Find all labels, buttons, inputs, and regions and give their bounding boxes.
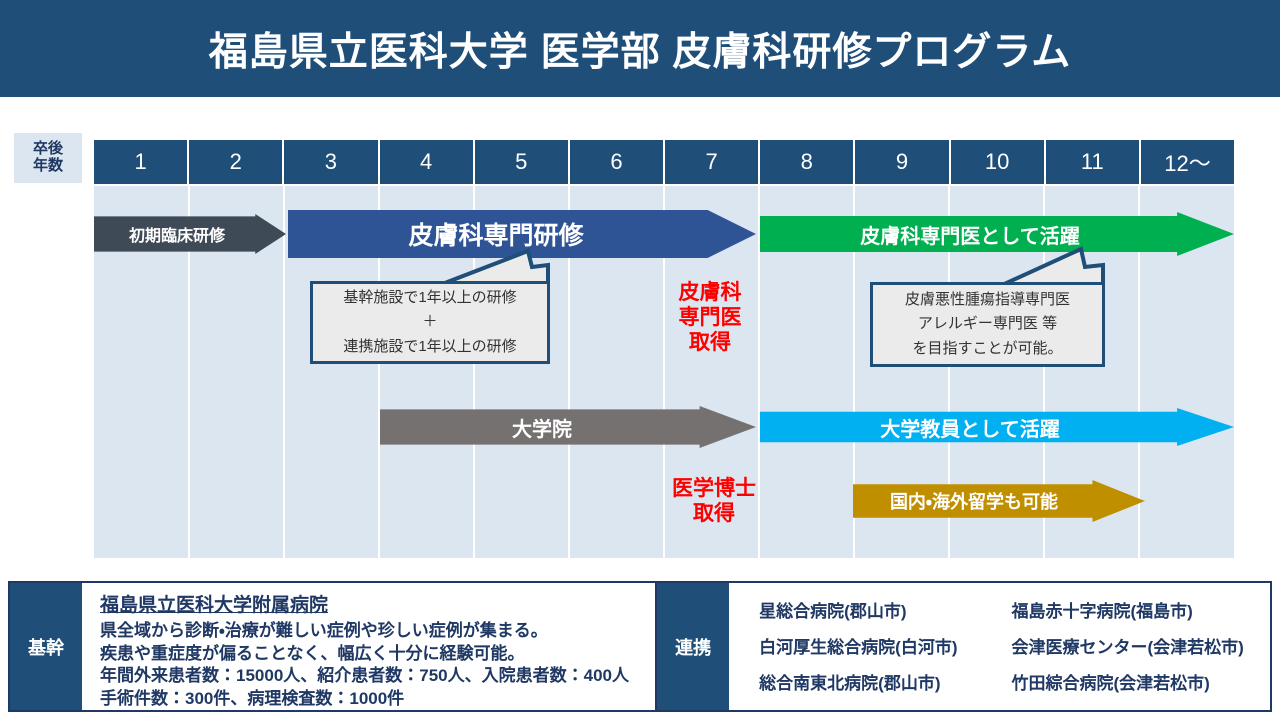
list-item: 福島赤十字病院(福島市) <box>1011 602 1193 621</box>
track-arrow-hifuka-senmon-kenshu: 皮膚科専門研修 <box>288 210 756 258</box>
gridline <box>283 186 285 558</box>
track-arrow-shoki-rinsho-kenshu: 初期臨床研修 <box>94 214 286 254</box>
callout-right-line-2: アレルギー専門医 等 <box>917 315 1058 333</box>
callout-left-training-requirement: 基幹施設で1年以上の研修 ＋ 連携施設で1年以上の研修 <box>310 281 550 364</box>
gridline <box>378 186 380 558</box>
base-facility-line: 県全域から診断・治療が難しい症例や珍しい症例が集まる。 <box>100 621 548 640</box>
base-facility-line: 疾患や重症度が偏ることなく、幅広く十分に経験可能。 <box>100 643 525 663</box>
gridline <box>1138 186 1140 558</box>
track-arrow-daigakuin: 大学院 <box>380 406 756 448</box>
year-cell-9: 9 <box>855 140 951 184</box>
list-item: 白河厚生総合病院(白河市) <box>759 638 958 657</box>
callout-right-line-1: 皮膚悪性腫瘍指導専門医 <box>904 291 1070 309</box>
gridline <box>1043 186 1045 558</box>
callout-right-subspecialties: 皮膚悪性腫瘍指導専門医 アレルギー専門医 等 を目指すことが可能。 <box>870 282 1105 367</box>
year-cell-7: 7 <box>665 140 761 184</box>
year-cell-10: 10 <box>950 140 1046 184</box>
gridline <box>568 186 570 558</box>
page-title: 福島県立医科大学 医学部 皮膚科研修プログラム <box>208 30 1072 74</box>
axis-label-years-after-graduation: 卒後 年数 <box>14 133 82 183</box>
base-facility-line: 手術件数：300件、病理検査数：1000件 <box>100 688 405 708</box>
facilities-panel: 基幹 福島県立医科大学附属病院 県全域から診断・治療が難しい症例や珍しい症例が集… <box>8 581 1272 712</box>
callout-left-line-2: ＋ <box>422 313 438 331</box>
track-label-shoki: 初期臨床研修 <box>128 228 225 245</box>
gridline <box>473 186 475 558</box>
gridline <box>758 186 760 558</box>
axis-label-line-1: 卒後 <box>32 140 63 158</box>
gridline <box>853 186 855 558</box>
callout-left-line-3: 連携施設で1年以上の研修 <box>343 337 517 355</box>
gridline <box>188 186 190 558</box>
track-label-senmon: 皮膚科専門研修 <box>408 222 584 250</box>
milestone-hifuka-senmon-i: 皮膚科 専門医 取得 <box>678 281 742 354</box>
year-cell-12plus: 12〜 <box>1140 140 1235 184</box>
partner-facility-tag: 連携 <box>657 583 730 710</box>
track-label-kyoin: 大学教員として活躍 <box>880 418 1060 441</box>
partner-column-2: 福島赤十字病院(福島市) 会津医療センター(会津若松市) 竹田綜合病院(会津若松… <box>1012 597 1244 710</box>
list-item: 会津医療センター(会津若松市) <box>1011 638 1244 657</box>
gridline <box>948 186 950 558</box>
partner-facility-body: 星総合病院(郡山市) 白河厚生総合病院(白河市) 総合南東北病院(郡山市) 福島… <box>729 583 1270 710</box>
base-facility-line: 年間外来患者数：15000人、紹介患者数：750人、入院患者数：400人 <box>100 666 629 686</box>
track-label-katsuyaku: 皮膚科専門医として活躍 <box>860 225 1080 248</box>
partner-column-1: 星総合病院(郡山市) 白河厚生総合病院(白河市) 総合南東北病院(郡山市) <box>759 597 957 710</box>
list-item: 星総合病院(郡山市) <box>759 602 907 621</box>
year-cell-4: 4 <box>379 140 475 184</box>
list-item: 総合南東北病院(郡山市) <box>759 674 941 693</box>
callout-left-line-1: 基幹施設で1年以上の研修 <box>343 289 517 307</box>
track-label-daigakuin: 大学院 <box>512 418 572 441</box>
title-banner: 福島県立医科大学 医学部 皮膚科研修プログラム <box>0 0 1280 97</box>
track-label-ryugaku: 国内・海外留学も可能 <box>889 492 1059 512</box>
year-cell-3: 3 <box>284 140 380 184</box>
list-item: 竹田綜合病院(会津若松市) <box>1011 674 1210 693</box>
base-facility-tag: 基幹 <box>10 583 82 710</box>
milestone-igaku-hakase: 医学博士 取得 <box>672 477 756 525</box>
year-cell-2: 2 <box>189 140 285 184</box>
base-facility-body: 福島県立医科大学附属病院 県全域から診断・治療が難しい症例や珍しい症例が集まる。… <box>82 583 655 710</box>
track-arrow-kokunai-kaigai-ryugaku: 国内・海外留学も可能 <box>853 480 1145 522</box>
panel-divider <box>655 583 658 710</box>
year-cell-5: 5 <box>474 140 570 184</box>
base-facility-name: 福島県立医科大学附属病院 <box>100 595 329 616</box>
year-cell-8: 8 <box>760 140 856 184</box>
track-arrow-daigaku-kyoin-katsuyaku: 大学教員として活躍 <box>760 408 1234 446</box>
axis-label-line-2: 年数 <box>32 157 63 174</box>
year-cell-1: 1 <box>94 140 190 184</box>
gridline <box>663 186 665 558</box>
year-cell-11: 11 <box>1045 140 1141 184</box>
year-cell-6: 6 <box>569 140 666 184</box>
track-arrow-hifuka-senmoni-katsuyaku: 皮膚科専門医として活躍 <box>760 212 1234 256</box>
callout-right-line-3: を目指すことが可能。 <box>912 339 1063 357</box>
